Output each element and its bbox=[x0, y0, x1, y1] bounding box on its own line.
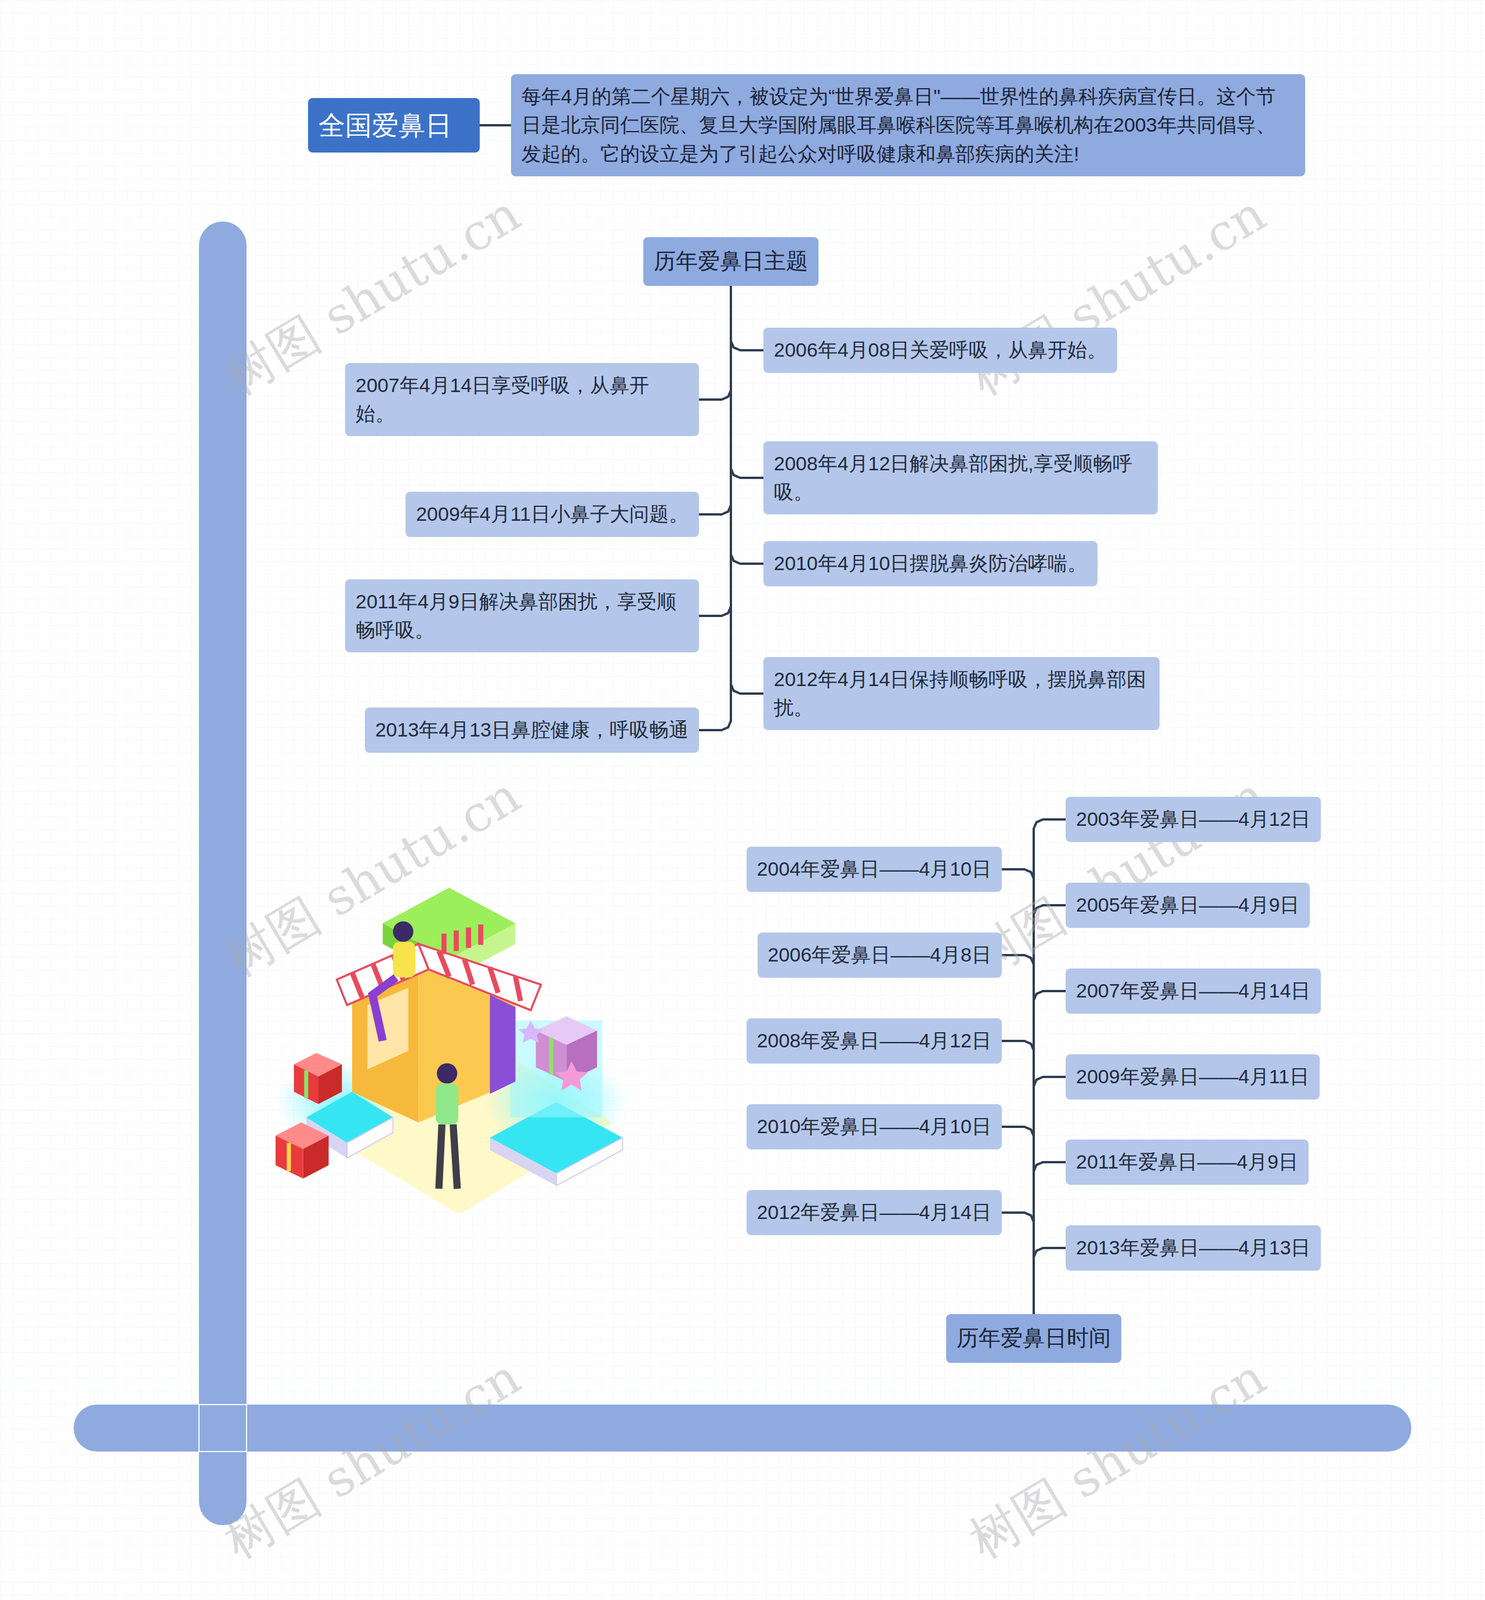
topic-box: 2006年爱鼻日——4月8日 bbox=[757, 932, 1002, 978]
connector bbox=[698, 285, 731, 400]
node-text: 2013年4月13日鼻腔健康，呼吸畅通 bbox=[375, 715, 689, 745]
node-text: 2006年4月08日关爱呼吸，从鼻开始。 bbox=[773, 335, 1107, 365]
node-text: 2007年4月14日享受呼吸，从鼻开始。 bbox=[355, 371, 689, 429]
node-text: 2005年爱鼻日——4月9日 bbox=[1076, 891, 1300, 920]
connector bbox=[730, 285, 764, 694]
topic-box: 2009年4月11日小鼻子大问题。 bbox=[405, 491, 699, 537]
connector bbox=[1001, 955, 1034, 1315]
node-text: 2011年4月9日解决鼻部困扰，享受顺畅呼吸。 bbox=[355, 587, 689, 646]
connector bbox=[1033, 991, 1066, 1315]
connector bbox=[1033, 1162, 1066, 1315]
topic-box: 2013年爱鼻日——4月13日 bbox=[1065, 1225, 1321, 1271]
node-text: 2010年4月10日摆脱鼻炎防治哮喘。 bbox=[773, 549, 1088, 578]
topic-box: 2005年爱鼻日——4月9日 bbox=[1065, 882, 1310, 928]
node-text: 2008年爱鼻日——4月12日 bbox=[757, 1026, 992, 1056]
node-text: 2012年4月14日保持顺畅呼吸，摆脱鼻部困扰。 bbox=[773, 665, 1150, 723]
topic-box: 2010年4月10日摆脱鼻炎防治哮喘。 bbox=[763, 541, 1098, 586]
title-box: 全国爱鼻日 bbox=[308, 98, 480, 154]
connector bbox=[1033, 1248, 1066, 1315]
topic-box: 2008年爱鼻日——4月12日 bbox=[746, 1018, 1002, 1064]
connector bbox=[1001, 1041, 1034, 1315]
node-text: 历年爱鼻日主题 bbox=[653, 245, 809, 278]
branch-root-box: 历年爱鼻日时间 bbox=[946, 1314, 1122, 1363]
topic-box: 2006年4月08日关爱呼吸，从鼻开始。 bbox=[763, 327, 1118, 373]
branch-root-box: 历年爱鼻日主题 bbox=[643, 237, 819, 286]
connector bbox=[1001, 1127, 1034, 1315]
topic-box: 2007年爱鼻日——4月14日 bbox=[1065, 968, 1321, 1014]
node-text: 2004年爱鼻日——4月10日 bbox=[757, 855, 992, 884]
node-text: 2007年爱鼻日——4月14日 bbox=[1076, 976, 1311, 1006]
node-text: 2009年爱鼻日——4月11日 bbox=[1076, 1062, 1310, 1092]
topic-box: 2013年4月13日鼻腔健康，呼吸畅通 bbox=[364, 707, 699, 753]
connector bbox=[479, 124, 512, 127]
topic-box: 2012年爱鼻日——4月14日 bbox=[746, 1190, 1002, 1235]
topic-box: 2009年爱鼻日——4月11日 bbox=[1065, 1054, 1320, 1100]
connector bbox=[698, 285, 731, 731]
node-text: 2006年爱鼻日——4月8日 bbox=[768, 940, 992, 970]
topic-box: 2010年爱鼻日——4月10日 bbox=[746, 1104, 1002, 1150]
connector bbox=[730, 285, 764, 351]
topic-box: 2003年爱鼻日——4月12日 bbox=[1065, 797, 1321, 842]
topic-box: 2004年爱鼻日——4月10日 bbox=[746, 846, 1002, 892]
connector bbox=[730, 285, 764, 564]
connector bbox=[1001, 1212, 1034, 1315]
node-text: 历年爱鼻日时间 bbox=[956, 1322, 1111, 1355]
connector bbox=[698, 285, 731, 515]
topic-box: 2011年爱鼻日——4月9日 bbox=[1065, 1139, 1309, 1185]
topic-box: 每年4月的第二个星期六，被设定为“世界爱鼻日"——世界性的鼻科疾病宣传日。这个节… bbox=[511, 74, 1306, 177]
node-text: 每年4月的第二个星期六，被设定为“世界爱鼻日"——世界性的鼻科疾病宣传日。这个节… bbox=[521, 82, 1295, 169]
vertical-bar bbox=[198, 221, 247, 1526]
connector bbox=[698, 285, 731, 617]
node-text: 2009年4月11日小鼻子大问题。 bbox=[415, 500, 689, 529]
topic-box: 2007年4月14日享受呼吸，从鼻开始。 bbox=[345, 363, 699, 437]
node-text: 2013年爱鼻日——4月13日 bbox=[1076, 1233, 1311, 1263]
node-text: 2003年爱鼻日——4月12日 bbox=[1076, 805, 1311, 834]
topic-box: 2011年4月9日解决鼻部困扰，享受顺畅呼吸。 bbox=[345, 579, 699, 654]
node-text: 全国爱鼻日 bbox=[318, 106, 470, 146]
node-text: 2008年4月12日解决鼻部困扰,享受顺畅呼吸。 bbox=[773, 449, 1148, 507]
topic-box: 2012年4月14日保持顺畅呼吸，摆脱鼻部困扰。 bbox=[763, 657, 1160, 731]
connector bbox=[1033, 1077, 1066, 1315]
bar-cross bbox=[198, 1404, 247, 1452]
node-text: 2010年爱鼻日——4月10日 bbox=[757, 1112, 992, 1142]
connector bbox=[1033, 905, 1066, 1315]
connector bbox=[730, 285, 764, 478]
node-text: 2012年爱鼻日——4月14日 bbox=[757, 1198, 992, 1227]
node-text: 2011年爱鼻日——4月9日 bbox=[1076, 1147, 1299, 1177]
topic-box: 2008年4月12日解决鼻部困扰,享受顺畅呼吸。 bbox=[763, 441, 1158, 516]
